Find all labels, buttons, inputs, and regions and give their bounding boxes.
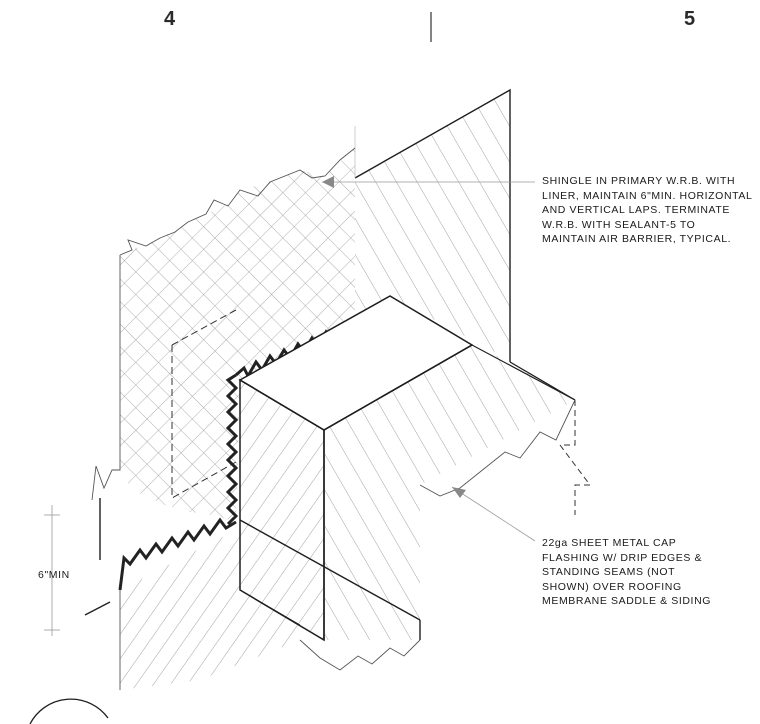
cap-flashing-note-line: MEMBRANE SADDLE & SIDING (542, 595, 712, 607)
dimension-label: 6"MIN (38, 569, 70, 581)
wrb-note-line: SHINGLE IN PRIMARY W.R.B. WITH (542, 175, 736, 187)
grid-number-4: 4 (164, 8, 176, 30)
cap-flashing-note-line: FLASHING W/ DRIP EDGES & (542, 551, 703, 564)
wrb-note-line: AND VERTICAL LAPS. TERMINATE (542, 204, 730, 216)
wrb-note: SHINGLE IN PRIMARY W.R.B. WITH LINER, MA… (542, 174, 752, 247)
cap-flashing-note-line: 22ga SHEET METAL CAP (542, 537, 677, 549)
cap-flashing-note-line: STANDING SEAMS (NOT (542, 566, 676, 578)
cap-flashing-note-line: SHOWN) OVER ROOFING (542, 580, 682, 593)
grid-number-5: 5 (684, 8, 696, 30)
cap-flashing-note: 22ga SHEET METAL CAP FLASHING W/ DRIP ED… (542, 536, 711, 609)
wrb-note-line: MAINTAIN AIR BARRIER, TYPICAL. (542, 233, 732, 245)
wrb-membrane (91, 147, 356, 522)
wrb-note-line: LINER, MAINTAIN 6"MIN. HORIZONTAL (542, 189, 753, 202)
wrb-note-line: W.R.B. WITH SEALANT-5 TO (542, 218, 696, 231)
dimension-6in-min (44, 505, 60, 636)
lower-wall-siding (84, 498, 300, 690)
cap-flashing-box (238, 295, 591, 671)
wrb-note-leader (322, 176, 535, 188)
detail-bubble-arc (29, 698, 109, 724)
cap-flashing-note-leader (451, 486, 536, 542)
